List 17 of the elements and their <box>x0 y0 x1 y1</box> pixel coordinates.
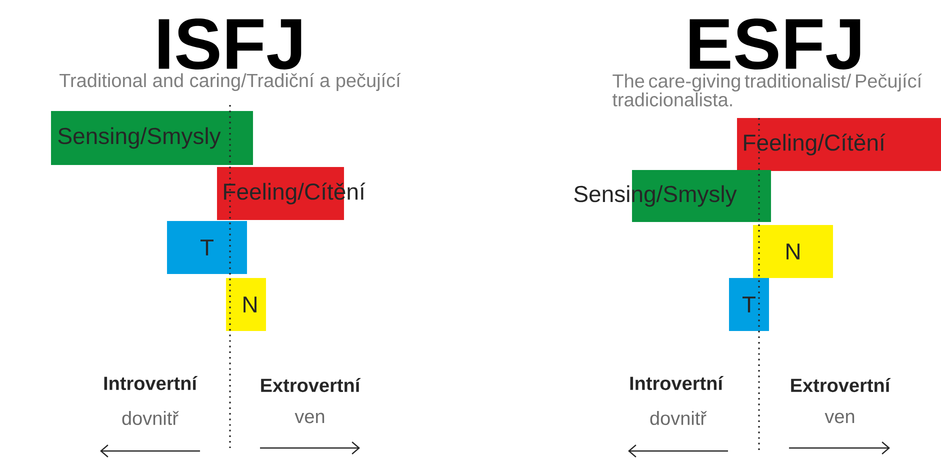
axis-label: Introvertní <box>630 376 724 390</box>
bar: N <box>753 225 833 278</box>
bar: T <box>167 221 247 274</box>
type-title: ESFJ <box>690 18 860 70</box>
axis-label: Introvertní <box>104 376 198 390</box>
axis-label: Extrovertní <box>261 378 361 392</box>
axis-label: Extrovertní <box>791 378 891 392</box>
type-title: ISFJ <box>158 18 302 70</box>
bar: T <box>729 278 769 331</box>
subtitle: Traditional and caring/Tradiční a pečující <box>60 73 401 91</box>
bar: Feeling/Cítění <box>737 118 941 171</box>
axis-sublabel: dovnitř <box>122 411 179 426</box>
axis-sublabel: ven <box>824 412 854 424</box>
axis-sublabel: ven <box>294 412 324 424</box>
axis-sublabel: dovnitř <box>650 411 707 426</box>
bar: Sensing/Smysly <box>51 111 253 165</box>
bar: N <box>226 278 266 331</box>
